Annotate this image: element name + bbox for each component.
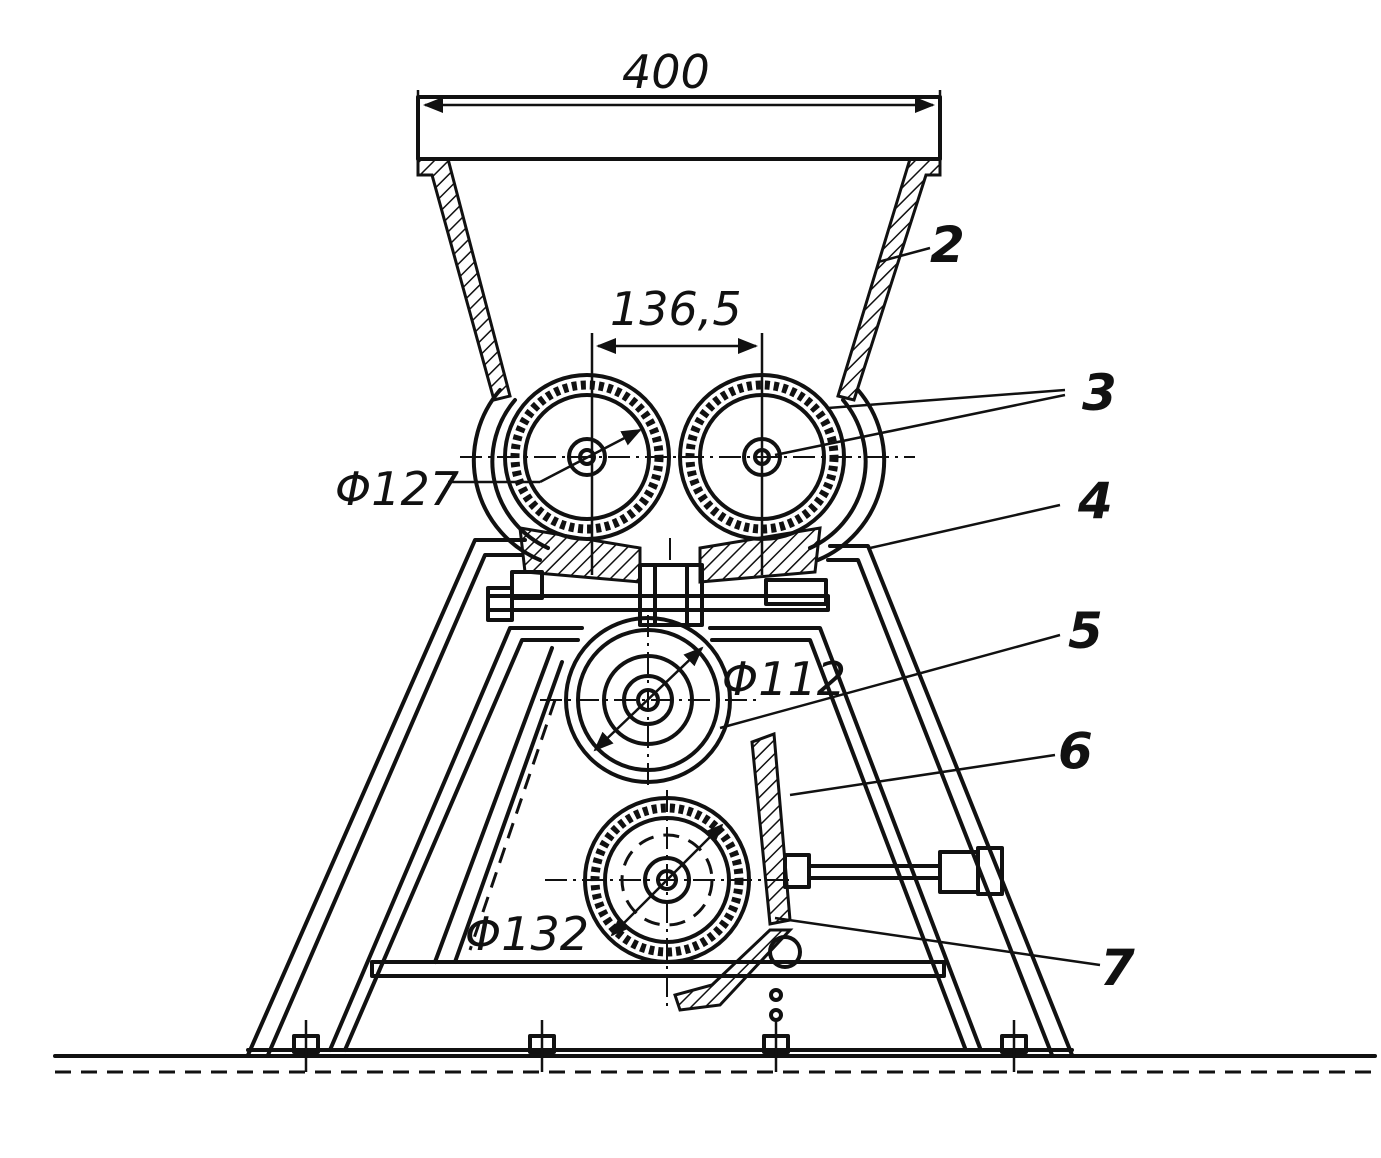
callout-2: 2 — [930, 216, 965, 274]
callout-5: 5 — [1068, 602, 1103, 660]
dimension-d127: Φ127 — [335, 428, 642, 516]
middle-roll — [540, 615, 760, 785]
bottom-roll — [545, 790, 802, 1022]
bolt-3 — [762, 1020, 790, 1072]
dimension-d132: Φ132 — [465, 907, 589, 961]
bolt-1 — [292, 1020, 320, 1072]
callout-4: 4 — [1077, 472, 1113, 530]
dimension-d112: Φ112 — [722, 652, 846, 706]
callout-7: 7 — [1100, 939, 1135, 997]
ground — [53, 1054, 1377, 1074]
dim-d132-label: Φ132 — [465, 907, 589, 961]
dim-136-5-label: 136,5 — [610, 282, 742, 336]
shaft-assembly — [486, 538, 830, 627]
roll-housings — [471, 388, 887, 584]
dim-d112-label: Φ112 — [722, 652, 846, 706]
bolt-2 — [528, 1020, 556, 1072]
anchor-bolts — [292, 1020, 1028, 1072]
callout-3: 3 — [1082, 364, 1117, 422]
bolt-4 — [1000, 1020, 1028, 1072]
callout-6: 6 — [1058, 722, 1093, 780]
dimension-400: 400 — [416, 45, 942, 150]
hopper — [416, 95, 942, 402]
dim-d127-label: Φ127 — [335, 462, 459, 516]
dim-400-label: 400 — [622, 45, 710, 99]
dimension-136-5: 136,5 — [590, 282, 764, 575]
callout-leaders — [719, 246, 1101, 967]
